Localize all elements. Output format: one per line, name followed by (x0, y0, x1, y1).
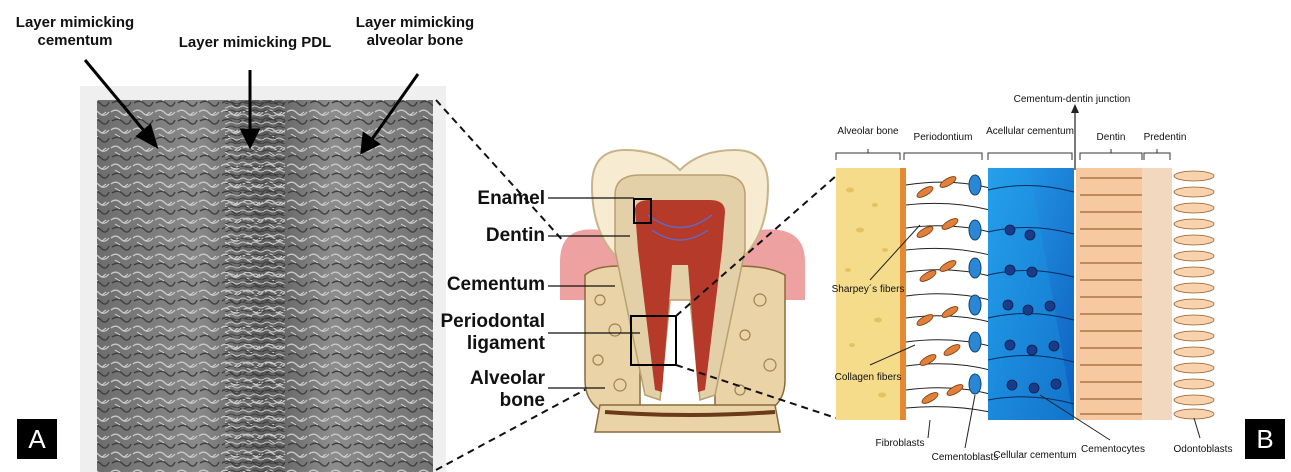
header-dentin: Dentin (1097, 132, 1126, 143)
label-collagen-fibers: Collagen fibers (835, 372, 902, 383)
label-cellular-cementum: Cellular cementum (993, 450, 1076, 461)
header-alveolar-bone: Alveolar bone (837, 126, 899, 137)
label-sharpeys-fibers: Sharpey´s fibers (832, 283, 905, 295)
header-predentin: Predentin (1144, 132, 1187, 143)
label-cementoblasts: Cementoblasts (932, 452, 999, 463)
header-periodontium: Periodontium (914, 132, 973, 143)
label-fibroblasts: Fibroblasts (876, 438, 925, 449)
label-odontoblasts: Odontoblasts (1174, 444, 1233, 455)
label-cementum-dentin-junction: Cementum-dentin junction (1014, 94, 1131, 105)
header-acellular-cementum: Acellular cementum (986, 126, 1074, 137)
panel-label-b: B (1245, 419, 1285, 459)
label-cementocytes: Cementocytes (1081, 444, 1145, 455)
